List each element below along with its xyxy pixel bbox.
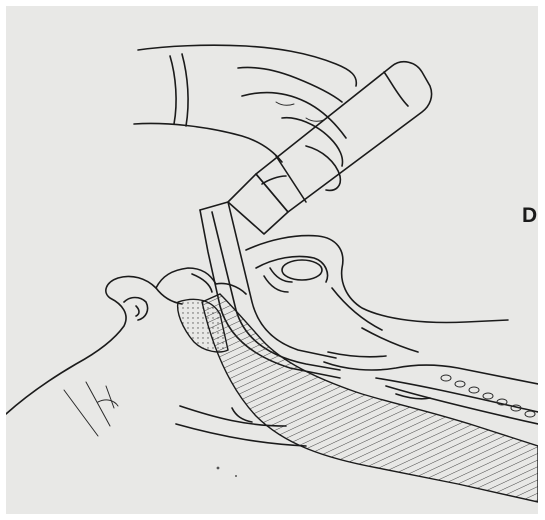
head-profile xyxy=(6,268,246,436)
panel-label: D xyxy=(522,204,537,228)
line-drawing xyxy=(6,6,538,514)
laryngoscopy-illustration: D xyxy=(6,6,538,514)
gloved-hand xyxy=(134,45,356,190)
laryngoscope-handle xyxy=(228,62,432,234)
